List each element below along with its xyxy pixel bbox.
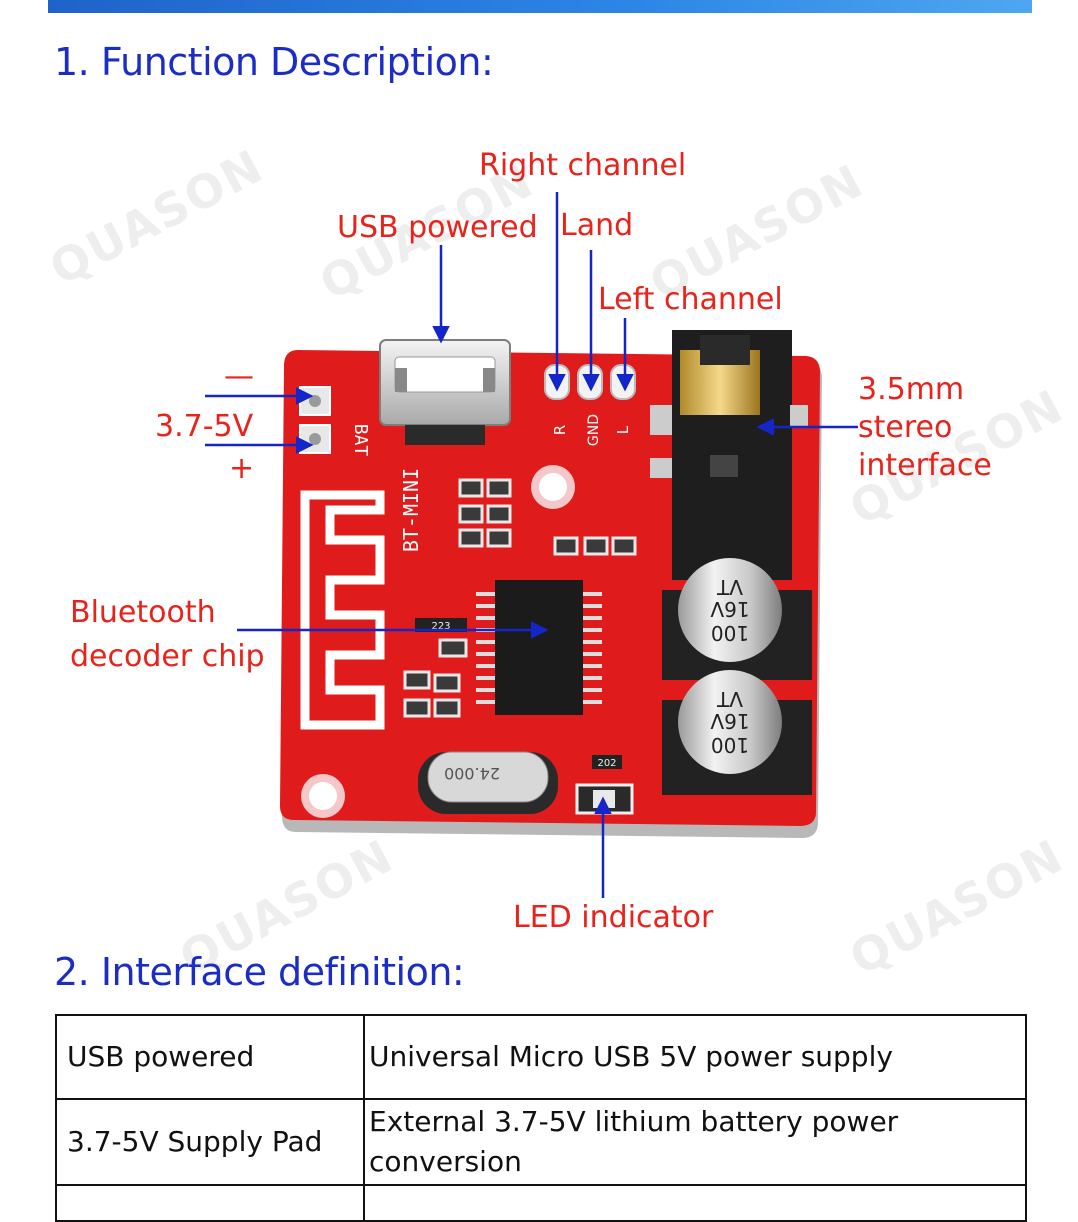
model-silkscreen: BT-MINI: [399, 468, 423, 552]
callout-plus: +: [229, 451, 255, 486]
pcb-board: BAT BT-MINI R GND L VT 16V 100: [280, 330, 822, 838]
table-cell-name: 3.7-5V Supply Pad: [55, 1098, 365, 1186]
l-silkscreen: L: [614, 425, 632, 434]
callout-led: LED indicator: [513, 900, 714, 935]
table-cell-desc: [363, 1184, 1027, 1222]
crystal-text: 24.000: [444, 764, 500, 783]
callout-bt-chip-line2: decoder chip: [70, 639, 265, 674]
cap2-text-vt: VT: [716, 687, 743, 711]
res-202: 202: [597, 758, 616, 769]
cap1-text-16v: 16V: [710, 597, 749, 621]
section-title-function: 1. Function Description:: [54, 40, 494, 84]
callout-stereo-line1: 3.5mm: [858, 372, 965, 407]
r-silkscreen: R: [551, 425, 569, 435]
table-cell-desc: External 3.7-5V lithium battery power co…: [363, 1098, 1027, 1186]
callout-minus: —: [224, 359, 254, 394]
cap1-text-vt: VT: [716, 575, 743, 599]
cap2-text-16v: 16V: [710, 709, 749, 733]
callout-right-channel: Right channel: [479, 148, 687, 183]
cap1-text-100: 100: [711, 621, 749, 645]
callout-stereo-line3: interface: [858, 448, 992, 483]
table-cell-name: [55, 1184, 365, 1222]
table-row: [55, 1184, 1027, 1222]
bt-board-diagram: BAT BT-MINI R GND L VT 16V 100: [205, 192, 858, 898]
callout-voltage: 3.7-5V: [155, 409, 254, 444]
table-cell-name: USB powered: [55, 1014, 365, 1100]
interface-table: USB powered Universal Micro USB 5V power…: [55, 1014, 1027, 1222]
table-row: 3.7-5V Supply Pad External 3.7-5V lithiu…: [55, 1098, 1027, 1186]
res-223: 223: [431, 621, 450, 632]
cap2-text-100: 100: [711, 733, 749, 757]
section-title-interface: 2. Interface definition:: [54, 950, 465, 994]
table-cell-desc: Universal Micro USB 5V power supply: [363, 1014, 1027, 1100]
callout-left-channel: Left channel: [598, 282, 783, 317]
top-header-bar: [48, 0, 1032, 13]
callout-land: Land: [560, 208, 634, 243]
callout-bt-chip-line1: Bluetooth: [70, 595, 216, 630]
table-row: USB powered Universal Micro USB 5V power…: [55, 1014, 1027, 1100]
callout-usb-powered: USB powered: [337, 210, 538, 245]
gnd-silkscreen: GND: [586, 414, 602, 446]
bat-silkscreen: BAT: [350, 424, 371, 457]
callout-stereo-line2: stereo: [858, 410, 953, 445]
